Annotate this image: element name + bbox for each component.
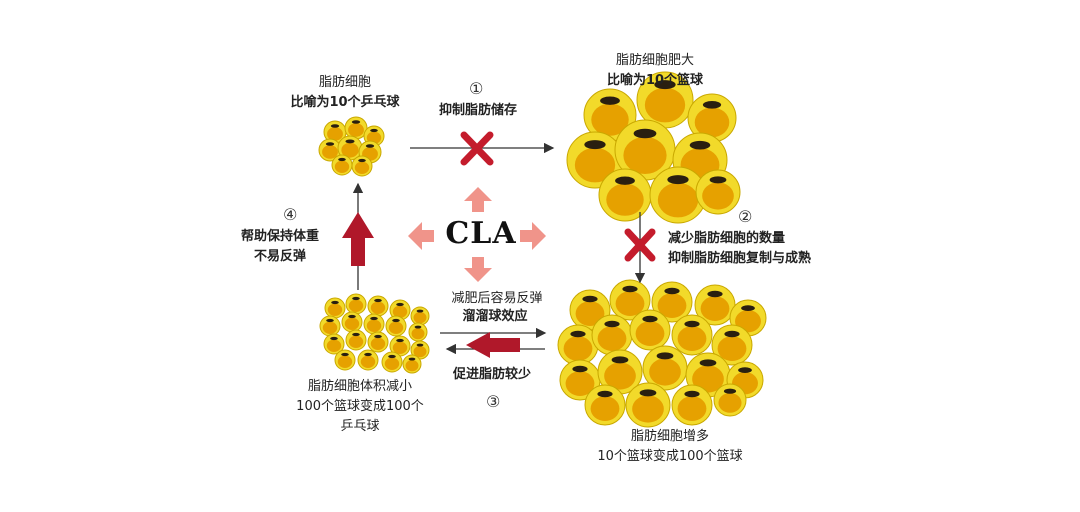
fat-cell bbox=[713, 383, 747, 417]
fat-cell bbox=[319, 315, 341, 337]
step4-line1: 帮助保持体重 bbox=[240, 229, 319, 244]
fat-cell bbox=[559, 359, 601, 401]
shrunk-cells-line2: 100个篮球变成100个 bbox=[296, 399, 424, 414]
fat-cell bbox=[345, 329, 367, 351]
rebound-line2: 溜溜球效应 bbox=[462, 309, 528, 324]
small-cell-title: 脂肪细胞 bbox=[318, 75, 371, 90]
fat-cell bbox=[642, 345, 688, 391]
many-fat-cells-cluster bbox=[557, 279, 767, 428]
step4-number: ④ bbox=[283, 205, 298, 224]
fat-cell bbox=[636, 71, 694, 129]
fat-cell bbox=[337, 135, 363, 161]
shrunk-fat-cells-cluster bbox=[319, 293, 430, 374]
large-cell-title: 脂肪细胞肥大 bbox=[615, 53, 694, 68]
step2-line2: 抑制脂肪细胞复制与成熟 bbox=[668, 251, 812, 266]
fat-cell bbox=[671, 314, 713, 356]
fat-cell bbox=[385, 315, 407, 337]
small-cell-subtitle: 比喻为10个乒乓球 bbox=[290, 95, 400, 110]
many-cells-title: 脂肪细胞增多 bbox=[630, 429, 709, 444]
fat-cell bbox=[651, 281, 693, 323]
fat-cell bbox=[345, 293, 367, 315]
fat-cell bbox=[614, 119, 676, 181]
fat-cell bbox=[323, 333, 345, 355]
fat-cell bbox=[629, 309, 671, 351]
step3-number: ③ bbox=[486, 392, 501, 411]
rebound-line1: 减肥后容易反弹 bbox=[451, 291, 543, 306]
cla-label: CLA bbox=[445, 216, 517, 251]
fat-cell bbox=[695, 169, 741, 215]
fat-cell bbox=[363, 313, 385, 335]
shrunk-cells-line3: 乒乓球 bbox=[340, 419, 380, 434]
large-fat-cells-cluster bbox=[566, 71, 741, 224]
fat-cell bbox=[324, 297, 346, 319]
fat-cell bbox=[410, 340, 430, 360]
small-fat-cells-cluster bbox=[318, 116, 385, 177]
fat-cell bbox=[557, 324, 599, 366]
fat-cell bbox=[402, 354, 422, 374]
fat-cell bbox=[389, 299, 411, 321]
step3-text: 促进脂肪较少 bbox=[452, 367, 531, 382]
fat-cell bbox=[687, 93, 737, 143]
step4-line2: 不易反弹 bbox=[253, 249, 306, 264]
cla-up-arrow bbox=[464, 187, 492, 212]
fat-cell bbox=[341, 311, 363, 333]
fat-cell bbox=[357, 349, 379, 371]
fat-cell bbox=[323, 120, 347, 144]
fat-cell bbox=[344, 116, 368, 140]
fat-cell bbox=[408, 322, 428, 342]
step1-number: ① bbox=[469, 79, 484, 98]
fat-cell bbox=[649, 166, 707, 224]
step2-line1: 减少脂肪细胞的数量 bbox=[668, 231, 786, 246]
fat-cell bbox=[331, 154, 353, 176]
cla-right-arrow bbox=[520, 222, 546, 250]
fat-cell bbox=[609, 279, 651, 321]
fat-cell bbox=[351, 155, 373, 177]
fat-cell bbox=[671, 384, 713, 426]
fat-cell bbox=[694, 284, 736, 326]
fat-cell bbox=[597, 349, 643, 395]
step1-text: 抑制脂肪储存 bbox=[438, 103, 517, 118]
step4-red-arrow bbox=[342, 212, 374, 266]
many-cells-subtitle: 10个篮球变成100个篮球 bbox=[597, 449, 743, 464]
large-cell-subtitle: 比喻为10个篮球 bbox=[606, 73, 704, 88]
fat-cell bbox=[625, 382, 671, 428]
fat-cell bbox=[367, 331, 389, 353]
fat-cell bbox=[591, 314, 633, 356]
fat-cell bbox=[381, 351, 403, 373]
fat-cell bbox=[584, 384, 626, 426]
fat-cell bbox=[598, 168, 652, 222]
cla-down-arrow bbox=[464, 257, 492, 282]
step2-cross-icon bbox=[624, 228, 656, 262]
step3-red-arrow bbox=[466, 332, 520, 358]
fat-cell bbox=[318, 138, 342, 162]
cla-left-arrow bbox=[408, 222, 434, 250]
step2-number: ② bbox=[738, 207, 753, 226]
fat-cell bbox=[334, 349, 356, 371]
fat-cell bbox=[410, 306, 430, 326]
fat-cell bbox=[711, 324, 753, 366]
fat-cell bbox=[367, 295, 389, 317]
fat-cell bbox=[389, 335, 411, 357]
shrunk-cells-line1: 脂肪细胞体积减小 bbox=[307, 379, 412, 394]
step1-cross-icon bbox=[460, 131, 494, 166]
